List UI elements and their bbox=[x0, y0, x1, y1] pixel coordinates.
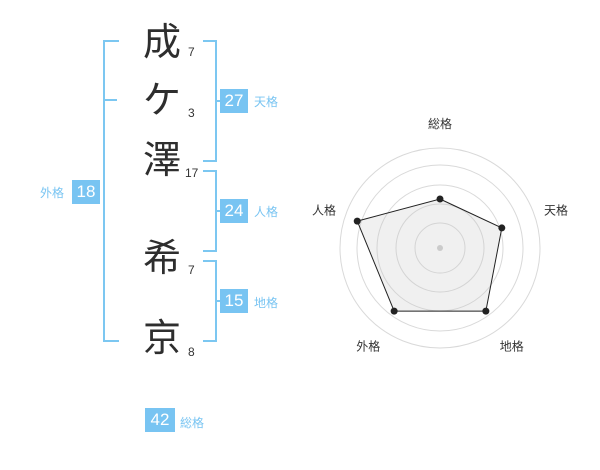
radar-ring bbox=[356, 164, 524, 332]
radar-ring bbox=[339, 147, 541, 349]
jinkaku-connector bbox=[215, 210, 221, 212]
name-char-2: ケ bbox=[142, 78, 181, 122]
gaikaku-bracket bbox=[103, 40, 119, 342]
name-char-1: 成 bbox=[142, 20, 181, 64]
chikaku-connector bbox=[215, 300, 221, 302]
radar-point bbox=[436, 195, 444, 203]
gaikaku-badge: 18 bbox=[72, 180, 100, 204]
soukaku-label: 総格 bbox=[180, 416, 205, 430]
name-char-3: 澤 bbox=[142, 138, 181, 182]
jinkaku-label: 人格 bbox=[254, 205, 279, 219]
tenkaku-connector bbox=[215, 100, 221, 102]
radar-axis-label: 総格 bbox=[428, 116, 452, 131]
radar-axis-label: 人格 bbox=[312, 202, 336, 217]
gaikaku-bracket-tick bbox=[103, 99, 117, 101]
stroke-count-2: 3 bbox=[188, 106, 195, 120]
stroke-count-5: 8 bbox=[188, 345, 195, 359]
radar-point bbox=[482, 307, 490, 315]
radar-ring bbox=[414, 222, 466, 274]
radar-axis-label: 天格 bbox=[544, 202, 568, 217]
stroke-count-3: 17 bbox=[185, 166, 199, 180]
radar-center bbox=[437, 245, 443, 251]
stroke-count-4: 7 bbox=[188, 263, 195, 277]
radar-rings bbox=[339, 147, 541, 349]
radar-axis-label: 外格 bbox=[356, 339, 380, 354]
radar-point bbox=[390, 307, 398, 315]
radar-axis-label: 地格 bbox=[500, 339, 524, 354]
chikaku-label: 地格 bbox=[254, 296, 279, 310]
radar-ring bbox=[395, 203, 485, 293]
jinkaku-badge: 24 bbox=[220, 199, 248, 223]
soukaku-badge: 42 bbox=[145, 408, 175, 432]
tenkaku-badge: 27 bbox=[220, 89, 248, 113]
gaikaku-label: 外格 bbox=[40, 186, 65, 200]
name-char-4: 希 bbox=[142, 236, 181, 280]
stroke-count-1: 7 bbox=[188, 45, 195, 59]
tenkaku-label: 天格 bbox=[254, 95, 279, 109]
name-char-5: 京 bbox=[142, 316, 181, 360]
radar-point bbox=[498, 224, 506, 232]
radar-point bbox=[353, 217, 361, 225]
chikaku-badge: 15 bbox=[220, 289, 248, 313]
radar-area bbox=[356, 198, 503, 312]
